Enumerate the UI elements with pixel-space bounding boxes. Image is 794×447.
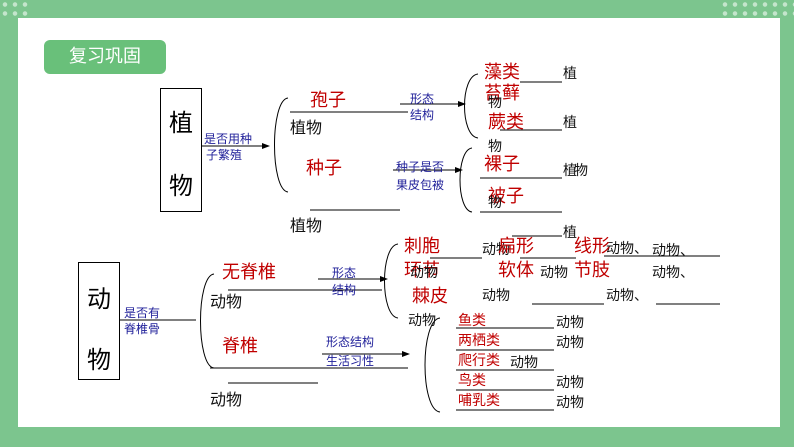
plant-root-box: 植 物 <box>160 88 202 212</box>
plant-criterion-line1: 是否用种 <box>204 132 253 146</box>
vert-class-fish-suffix: 动物 <box>556 315 584 331</box>
animal-root-box: 动 物 <box>78 262 120 380</box>
spore-criterion-line1: 形态 <box>410 92 435 106</box>
roundworm-suffix: 动物、 <box>652 243 694 259</box>
roundworm-term: 线形 <box>574 236 610 257</box>
invertebrate-suffix: 动物 <box>210 292 243 311</box>
vertebrate-suffix: 动物 <box>210 390 243 409</box>
flatworm-suffix: 动物、 <box>606 241 648 257</box>
vert-class-amphibian: 两栖类 <box>458 333 500 349</box>
fern-term: 蕨类 <box>488 112 524 133</box>
moss-term: 苔藓 <box>484 83 520 104</box>
frame-top <box>0 0 794 18</box>
vert-class-reptile: 爬行类 <box>458 353 500 369</box>
mollusk-suffix: 动物 <box>540 265 568 281</box>
animal-root-char-1: 动 <box>87 285 111 313</box>
frame-left <box>0 0 18 447</box>
seed-plant-term: 种子 <box>306 158 342 179</box>
fern-suffix: 植 <box>563 115 577 131</box>
algae-term: 藻类 <box>484 62 520 83</box>
animal-criterion-line1: 是否有 <box>124 306 161 320</box>
vert-class-amphibian-suffix: 动物 <box>556 335 584 351</box>
frame-dots-left <box>0 0 30 18</box>
frame-right <box>780 0 794 447</box>
animal-root-char-2: 物 <box>87 346 111 374</box>
vert-class-bird-suffix: 动物 <box>556 375 584 391</box>
vertebrate-term: 脊椎 <box>222 336 258 357</box>
cnidaria-suffix: 动物 <box>482 242 510 258</box>
frame-dots-right <box>720 0 794 18</box>
flatworm-term: 扁形 <box>498 236 534 257</box>
seed-plant-suffix: 植物 <box>290 216 323 235</box>
echinoderm-term: 棘皮 <box>412 286 448 307</box>
invert-extra-suffix: 动物、 <box>606 288 648 304</box>
algae-suffix: 植 <box>563 66 577 82</box>
gymnosperm-suffix: 植 <box>563 163 577 179</box>
cnidaria-term: 刺胞 <box>404 236 440 257</box>
vert-class-reptile-suffix: 动物 <box>510 355 538 371</box>
annelid-suffix: 动物 <box>410 265 438 281</box>
spore-criterion-line2: 结构 <box>410 108 435 122</box>
seed-criterion-line1: 种子是否 <box>396 160 445 174</box>
invertebrate-term: 无脊椎 <box>222 262 276 283</box>
vert-criterion-line2: 生活习性 <box>326 354 375 368</box>
gymnosperm-suffix-2: 物 <box>574 163 588 179</box>
spore-plant-term: 孢子 <box>310 90 346 111</box>
moss-suffix: 物 <box>488 95 502 111</box>
gymnosperm-term: 裸子 <box>484 154 520 175</box>
plant-root-char-1: 植 <box>169 109 193 137</box>
echinoderm-suffix-2: 动物 <box>408 313 436 329</box>
vert-class-mammal: 哺乳类 <box>458 393 500 409</box>
vert-class-fish: 鱼类 <box>458 313 486 329</box>
annelid-term: 环节 <box>404 260 440 281</box>
invert-criterion-line1: 形态 <box>332 266 357 280</box>
arthropod-term: 节肢 <box>574 260 610 281</box>
mollusk-term: 软体 <box>498 260 534 281</box>
vert-class-bird: 鸟类 <box>458 373 486 389</box>
fern-suffix-2: 物 <box>488 139 502 155</box>
spore-plant-suffix: 植物 <box>290 118 323 137</box>
angiosperm-term: 被子 <box>488 186 524 207</box>
angiosperm-suffix-2: 物 <box>488 195 502 211</box>
frame-bottom <box>0 427 794 447</box>
vert-class-mammal-suffix: 动物 <box>556 395 584 411</box>
angiosperm-suffix: 植 <box>563 225 577 241</box>
page-title: 复习巩固 <box>44 40 166 74</box>
vert-criterion-line1: 形态结构 <box>326 335 375 349</box>
echinoderm-suffix: 动物 <box>482 288 510 304</box>
seed-criterion-line2: 果皮包被 <box>396 178 445 192</box>
content-panel <box>18 18 780 427</box>
plant-criterion-line2: 子繁殖 <box>206 148 243 162</box>
invert-criterion-line2: 结构 <box>332 283 357 297</box>
animal-criterion-line2: 脊椎骨 <box>124 322 161 336</box>
plant-root-char-2: 物 <box>169 172 193 200</box>
arthropod-suffix: 动物、 <box>652 265 694 281</box>
